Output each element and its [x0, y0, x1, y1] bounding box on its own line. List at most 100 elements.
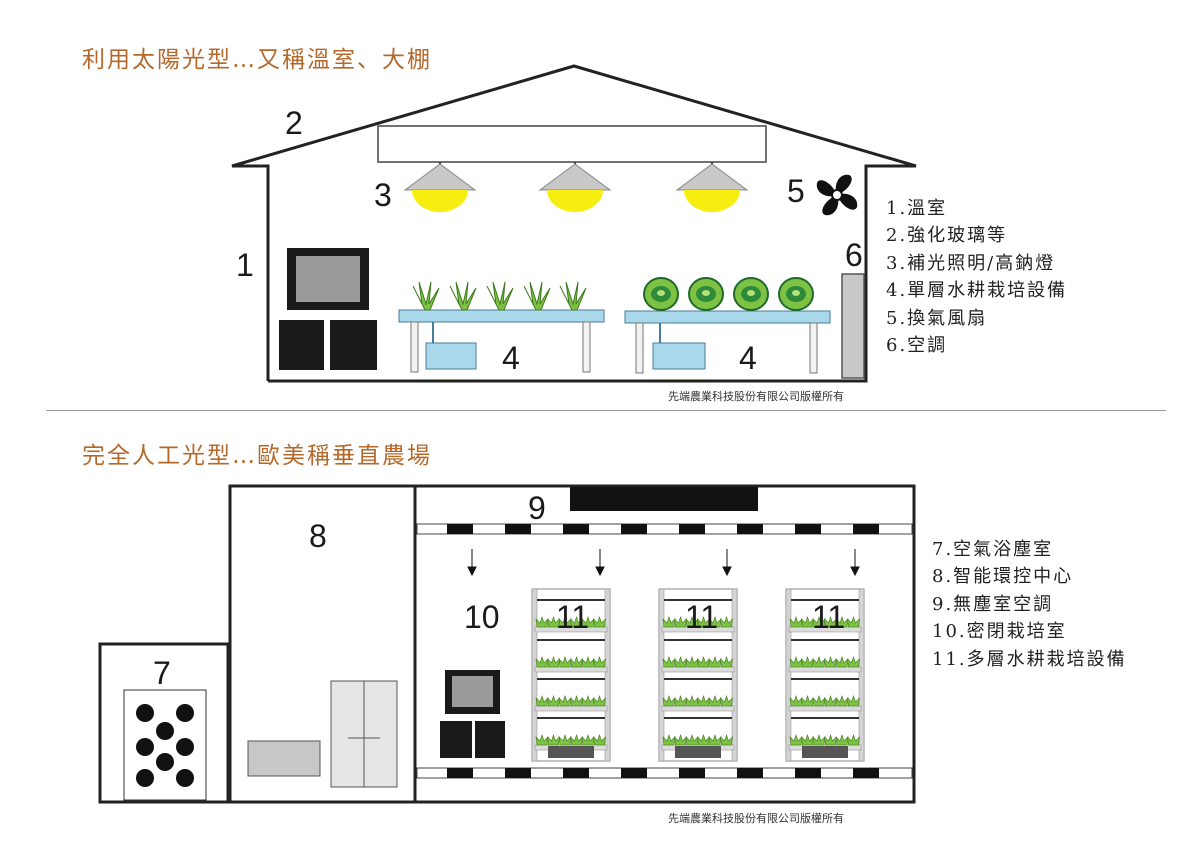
equipment-box [330, 320, 377, 370]
seedling [685, 656, 699, 668]
hydroponic-table [624, 277, 831, 374]
seedling [593, 616, 606, 628]
legend-item: 2.強化玻璃等 [886, 225, 1008, 247]
seedling [547, 656, 560, 668]
seedling [547, 734, 560, 746]
seedling [674, 656, 687, 668]
rack-tray [661, 656, 735, 673]
seedling [801, 695, 814, 707]
equipment-box [279, 320, 324, 370]
legend-item: 8.智能環控中心 [932, 566, 1074, 588]
seedling [558, 695, 572, 707]
seedling [535, 656, 549, 668]
rack-tray [661, 616, 735, 633]
seedling [558, 616, 572, 628]
seedling [824, 695, 837, 707]
label-1: 1 [236, 247, 254, 283]
hydroponic-table [398, 281, 605, 373]
equipment-box [440, 721, 472, 758]
copyright-notice: 先端農業科技股份有限公司版權所有 [668, 390, 844, 403]
cabbage-plant [778, 277, 814, 311]
seedling [812, 656, 826, 668]
seedling [789, 734, 803, 746]
airflow-arrow [467, 549, 860, 577]
lettuce-plant [486, 281, 514, 311]
rack-tray [534, 616, 608, 633]
legend-item: 7.空氣浴塵室 [932, 539, 1054, 560]
legend-item: 4.單層水耕栽培設備 [886, 280, 1068, 302]
rack-tray [788, 695, 862, 712]
seedling [812, 616, 826, 628]
label-3: 3 [374, 177, 392, 213]
seedling [720, 734, 733, 746]
label-5: 5 [787, 173, 805, 209]
seedling [535, 695, 549, 707]
control-monitor [287, 248, 369, 310]
air-duct [416, 767, 913, 779]
grow-lamp [403, 162, 477, 212]
seedling [708, 616, 722, 628]
seedling [847, 616, 860, 628]
multi-layer-rack [658, 588, 738, 762]
seedling [789, 695, 803, 707]
seedling [847, 695, 860, 707]
lettuce-plant [523, 281, 551, 311]
top-title: 利用太陽光型…又稱溫室、大棚 [82, 47, 432, 73]
lettuce-plant [412, 281, 440, 311]
section-divider [46, 410, 1166, 411]
label-2: 2 [285, 105, 303, 141]
seedling [662, 734, 676, 746]
control-monitor [445, 670, 500, 714]
legend-item: 6.空調 [886, 334, 948, 356]
seedling [801, 734, 814, 746]
legend-item: 1.溫室 [886, 198, 948, 219]
legend-item: 10.密閉栽培室 [932, 621, 1067, 643]
rack-reservoir [548, 746, 594, 758]
grow-lamp [675, 162, 749, 212]
seedling [720, 656, 733, 668]
rack-reservoir [675, 746, 721, 758]
label-9: 9 [528, 490, 546, 526]
seedling [697, 695, 710, 707]
seedling [697, 734, 710, 746]
air-duct [416, 523, 913, 535]
cabbage-plant [688, 277, 724, 311]
seedling [708, 734, 722, 746]
seedling [674, 616, 687, 628]
multi-layer-rack [785, 588, 865, 762]
seedling [789, 656, 803, 668]
lettuce-plant [559, 281, 587, 311]
seedling [824, 616, 837, 628]
multi-layer-rack [531, 588, 611, 762]
seedling [581, 616, 595, 628]
rack-tray [788, 616, 862, 633]
seedling [570, 656, 583, 668]
seedling [547, 616, 560, 628]
seedling [535, 734, 549, 746]
rack-tray [788, 656, 862, 673]
seedling [685, 695, 699, 707]
cabbage-plant [643, 277, 679, 311]
label-10: 10 [464, 599, 500, 635]
air-conditioner [841, 273, 865, 379]
bottom-legend: 7.空氣浴塵室 8.智能環控中心 9.無塵室空調 10.密閉栽培室 11.多層水… [932, 536, 1127, 673]
equipment-box [475, 721, 505, 758]
seedling [570, 616, 583, 628]
seedling [593, 656, 606, 668]
seedling [824, 656, 837, 668]
rack-tray [534, 656, 608, 673]
seedling [558, 734, 572, 746]
seedling [581, 656, 595, 668]
seedling [685, 616, 699, 628]
seedling [708, 656, 722, 668]
label-8: 8 [309, 518, 327, 554]
seedling [789, 616, 803, 628]
seedling [835, 616, 849, 628]
fan-icon [816, 174, 858, 216]
label-4: 4 [502, 340, 520, 376]
seedling [847, 656, 860, 668]
copyright-notice: 先端農業科技股份有限公司版權所有 [668, 812, 844, 825]
seedling [824, 734, 837, 746]
seedling [570, 734, 583, 746]
seedling [835, 734, 849, 746]
